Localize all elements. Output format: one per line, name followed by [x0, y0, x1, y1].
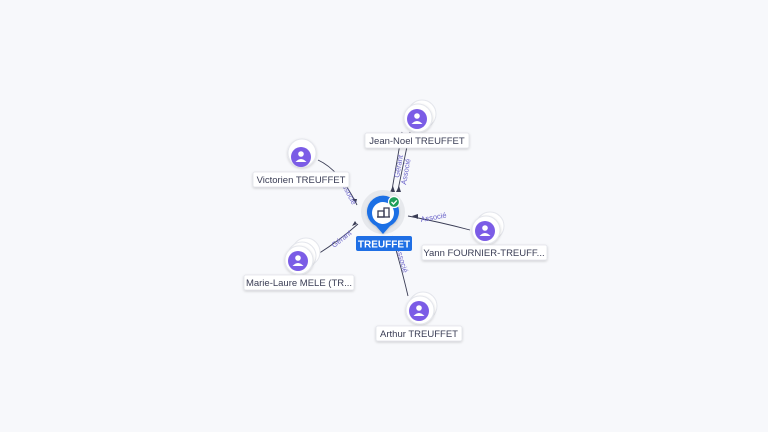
verified-check-icon	[387, 195, 401, 209]
company-node[interactable]: TREUFFET	[356, 190, 412, 251]
avatar	[407, 109, 427, 129]
company-label-box	[356, 236, 412, 251]
person-icon	[479, 225, 491, 236]
node-label-box	[364, 132, 470, 149]
person-icon	[411, 113, 423, 124]
person-node-arthur[interactable]: Arthur TREUFFET	[375, 291, 463, 342]
arrow-marie-laure	[352, 221, 357, 226]
person-node-yann[interactable]: Yann FOURNIER-TREUFF...	[421, 211, 548, 261]
arrow-jean-noel-1	[390, 186, 395, 192]
edge-label-yann: Associé	[420, 211, 447, 224]
edge-label-jean-noel-associe: Associé	[399, 158, 412, 185]
node-label-box	[252, 171, 350, 188]
company-building-icon	[377, 207, 390, 218]
arrow-victorien	[352, 199, 357, 203]
arrow-jean-noel-2	[396, 186, 401, 192]
edge-marie-laure-gerant	[317, 223, 359, 255]
node-label-box	[375, 325, 463, 342]
person-icon	[295, 151, 307, 162]
avatar	[291, 147, 311, 167]
person-node-marie-laure[interactable]: Marie-Laure MELE (TR...	[243, 237, 355, 291]
person-icon	[292, 255, 304, 266]
arrow-yann	[412, 214, 418, 219]
avatar	[475, 221, 495, 241]
node-label: Victorien TREUFFET	[257, 175, 346, 186]
edge-label-jean-noel-gerant: Gérant	[392, 153, 405, 178]
avatar	[288, 251, 308, 271]
node-label: Arthur TREUFFET	[380, 329, 458, 340]
node-label: Jean-Noel TREUFFET	[369, 136, 465, 147]
person-node-jean-noel[interactable]: Jean-Noel TREUFFET	[364, 99, 470, 149]
avatar	[409, 301, 429, 321]
person-node-victorien[interactable]: Victorien TREUFFET	[252, 138, 350, 188]
company-label: TREUFFET	[358, 240, 410, 251]
node-label: Yann FOURNIER-TREUFF...	[423, 248, 544, 259]
node-label: Marie-Laure MELE (TR...	[246, 278, 352, 289]
person-icon	[413, 305, 425, 316]
edge-yann-associe	[407, 215, 471, 231]
node-label-box	[421, 244, 548, 261]
node-label-box	[243, 274, 355, 291]
